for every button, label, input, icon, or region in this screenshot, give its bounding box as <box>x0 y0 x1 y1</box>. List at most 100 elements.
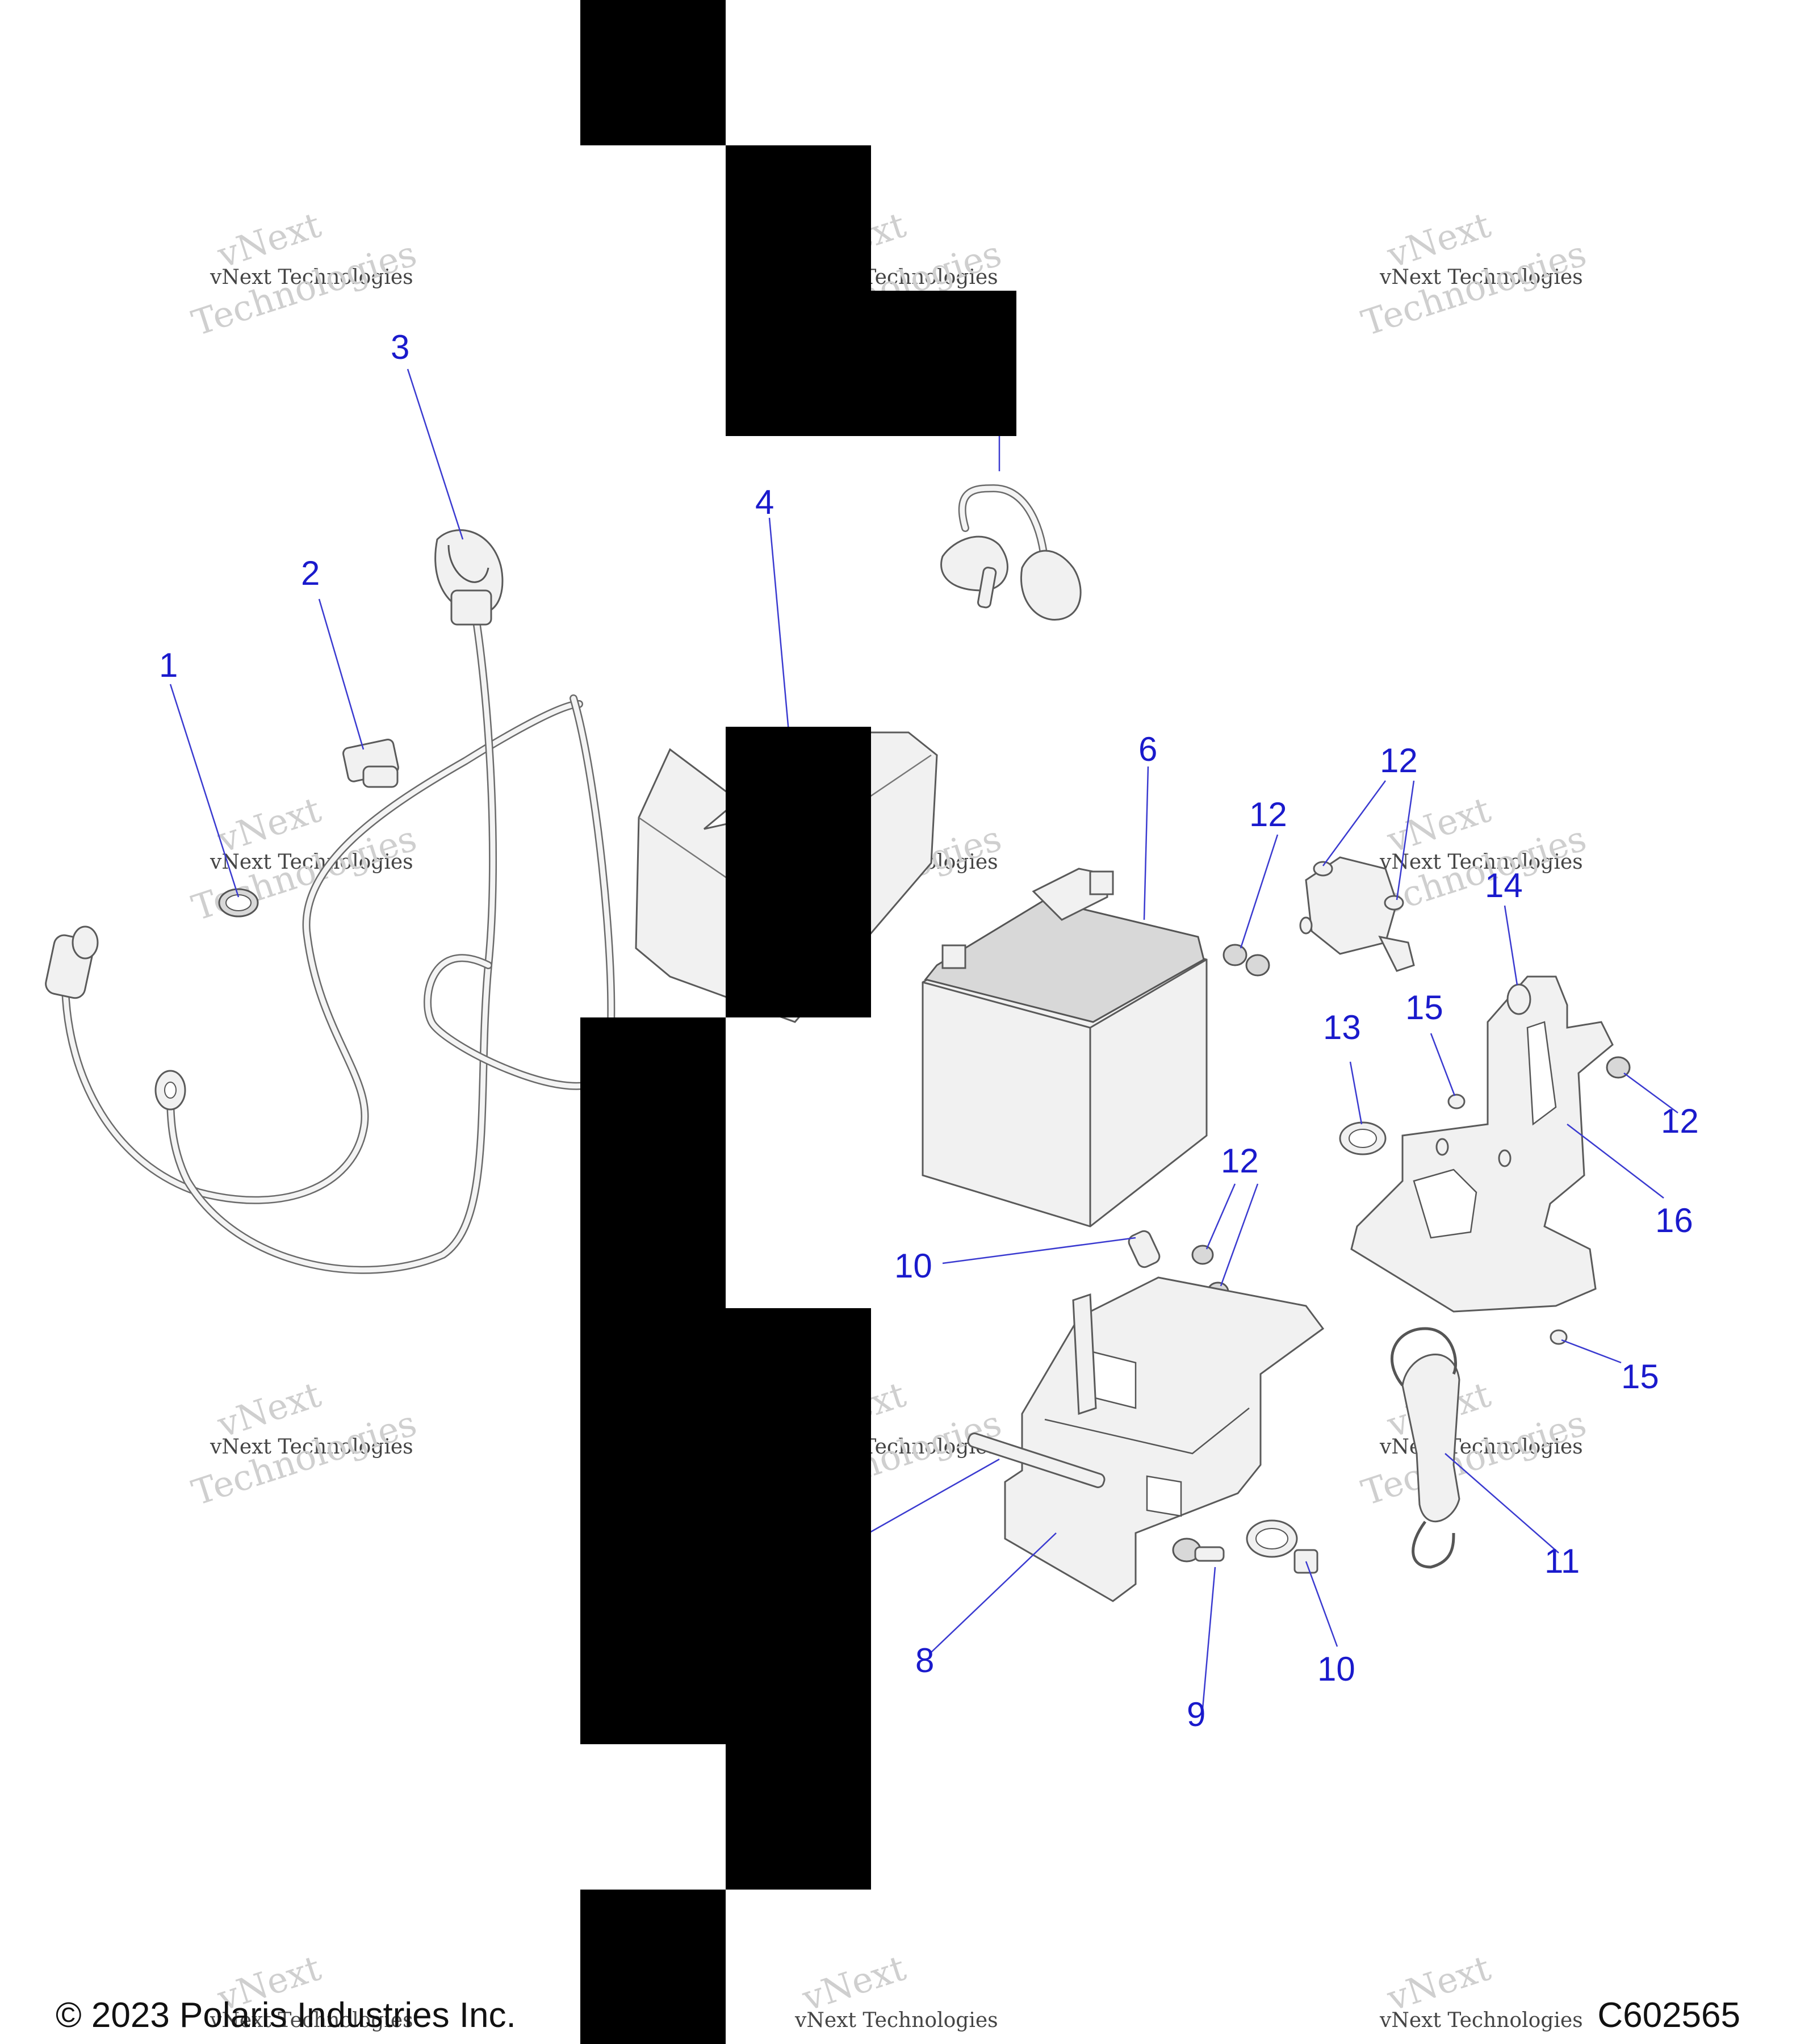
leader-10a <box>942 1237 1136 1264</box>
callout-15-b: 15 <box>1621 1358 1659 1396</box>
callout-2: 2 <box>301 554 320 592</box>
callout-16: 16 <box>1655 1201 1693 1239</box>
watermark: vNext vNext Technologies <box>1379 1947 1583 2032</box>
svg-text:vNext Technologies: vNext Technologies <box>210 851 413 874</box>
redaction-block <box>580 1599 726 1744</box>
callout-numbers: 1 2 3 4 6 8 9 10 10 11 12 12 12 12 13 14… <box>159 328 1699 1733</box>
nuts-12 <box>1191 944 1631 1302</box>
battery-terminal-neg <box>941 944 966 969</box>
redaction-blocks <box>580 0 1016 2044</box>
leader-16 <box>1567 1124 1664 1199</box>
part-10-clips <box>1128 1230 1318 1574</box>
callout-12-a: 12 <box>1249 795 1287 833</box>
leader-lines <box>169 368 1678 1710</box>
callout-3: 3 <box>391 328 409 366</box>
svg-text:vNext Technologies: vNext Technologies <box>1379 851 1583 874</box>
watermark: vNext vNext Technologies Technologies <box>187 204 421 344</box>
bolt <box>1447 1094 1466 1109</box>
solenoid-body <box>1305 856 1398 955</box>
leader-6 <box>1143 766 1149 920</box>
leader-4 <box>768 517 790 739</box>
callout-10-top: 10 <box>894 1247 932 1285</box>
svg-text:vNext Technologies: vNext Technologies <box>794 2009 998 2032</box>
tray-rod <box>967 1433 1106 1488</box>
redaction-block <box>580 1017 726 1454</box>
copyright-notice: © 2023 Polaris Industries Inc. <box>56 1996 516 2035</box>
part-8-battery-tray <box>967 1276 1325 1602</box>
leader-12a <box>1240 834 1279 949</box>
part-2-connector <box>342 739 399 788</box>
leader-12c <box>1396 780 1415 900</box>
callout-1: 1 <box>159 646 178 684</box>
callout-8: 8 <box>915 1641 934 1679</box>
positive-cable <box>166 587 497 1274</box>
leader-9 <box>1201 1566 1216 1710</box>
nut <box>1223 944 1247 966</box>
redaction-block <box>726 727 871 1017</box>
leader-12d <box>1623 1072 1678 1114</box>
part-1-clamp-and-cable <box>45 700 583 1204</box>
callout-15-a: 15 <box>1405 989 1443 1027</box>
callout-13: 13 <box>1323 1008 1361 1046</box>
leader-15a <box>1430 1033 1456 1096</box>
top-battery-lead <box>940 484 1082 621</box>
leader-11 <box>1445 1453 1559 1553</box>
part-11-strap <box>1391 1327 1460 1569</box>
leader-12f <box>1220 1183 1259 1287</box>
nut <box>1606 1056 1631 1079</box>
watermark: vNext vNext Technologies <box>794 1947 998 2032</box>
lead-boot-right <box>1020 550 1082 621</box>
leader-10b <box>1305 1561 1338 1647</box>
bracket-stud-14 <box>1506 983 1531 1015</box>
callout-14: 14 <box>1485 866 1523 904</box>
battery-terminal-pos <box>1089 870 1114 895</box>
leader-13 <box>1349 1061 1363 1125</box>
leader-rod <box>868 1458 1000 1534</box>
leader-2 <box>318 598 365 750</box>
watermark: vNext vNext Technologies Technologies <box>187 1373 421 1514</box>
part-13-clip <box>1339 1121 1387 1155</box>
redaction-block <box>580 1454 726 1599</box>
callout-4: 4 <box>755 483 774 521</box>
callout-12-c: 12 <box>1661 1102 1699 1140</box>
starter-solenoid <box>1299 856 1415 972</box>
watermark: vNext vNext Technologies Technologies <box>1357 204 1591 344</box>
leader-8 <box>931 1532 1057 1653</box>
part-16-bracket <box>1350 975 1614 1313</box>
part-6-battery <box>922 868 1208 1228</box>
watermarks: vNext vNext Technologies Technologies vN… <box>187 204 1591 2032</box>
nut <box>1245 954 1270 977</box>
leader-14 <box>1504 905 1518 986</box>
part-9-stud <box>1172 1538 1225 1563</box>
redaction-block <box>726 1599 871 1890</box>
bolt <box>1550 1329 1568 1345</box>
lead-boot-left <box>940 535 1008 592</box>
callout-10-bottom: 10 <box>1317 1650 1355 1688</box>
callout-12-d: 12 <box>1221 1142 1259 1180</box>
bracket-plate <box>1350 975 1614 1313</box>
svg-text:vNext Technologies: vNext Technologies <box>210 1435 413 1459</box>
leader-1 <box>169 684 240 898</box>
svg-text:vNext Technologies: vNext Technologies <box>210 2009 413 2032</box>
callout-12-b: 12 <box>1380 742 1418 780</box>
callout-11: 11 <box>1544 1542 1580 1580</box>
negative-cable <box>61 700 583 1204</box>
clip-10-top <box>1128 1230 1161 1268</box>
svg-text:vNext Technologies: vNext Technologies <box>210 266 413 289</box>
redaction-block <box>580 0 726 145</box>
leader-15b <box>1561 1339 1622 1364</box>
svg-text:vNext Technologies: vNext Technologies <box>1379 266 1583 289</box>
part-3-positive-cable <box>154 529 616 1274</box>
leader-12b <box>1322 780 1387 866</box>
redaction-block <box>726 1454 871 1599</box>
redaction-block <box>726 291 1016 436</box>
drawing-id: C602565 <box>1597 1996 1740 2035</box>
leader-12e <box>1205 1183 1236 1250</box>
nut <box>1191 1245 1214 1265</box>
svg-text:vNext Technologies: vNext Technologies <box>1379 2009 1583 2032</box>
strap-body <box>1401 1354 1460 1522</box>
callout-6: 6 <box>1138 730 1157 768</box>
redaction-block <box>580 1890 726 2044</box>
watermark: vNext vNext Technologies Technologies <box>1357 1373 1591 1514</box>
